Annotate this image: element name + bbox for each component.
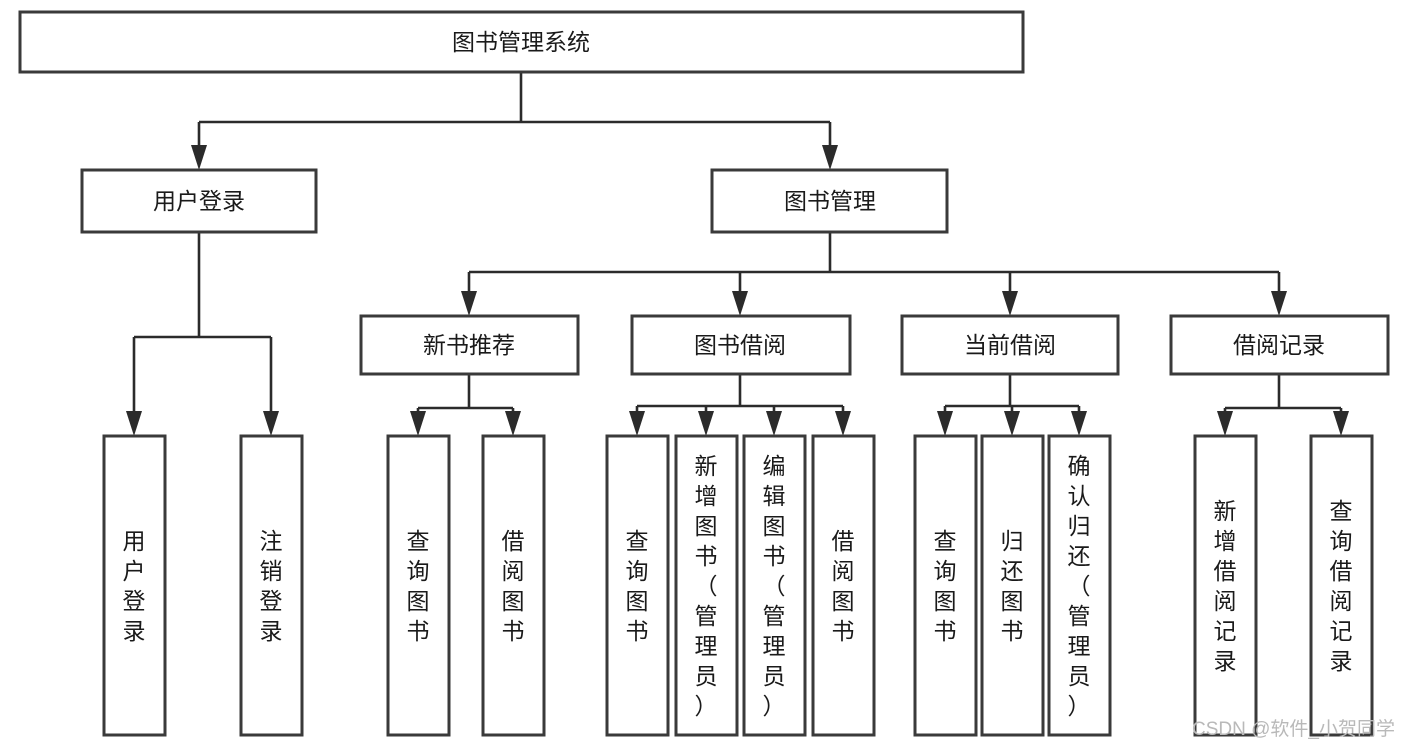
- node-user-login-label: 用户登录: [153, 188, 245, 214]
- leaf-add-record-box[interactable]: [1193, 434, 1258, 737]
- node-borrow-record-box[interactable]: [1169, 314, 1390, 376]
- leaf-user-login-label: 用户登录: [123, 528, 146, 644]
- leaf-add-book-label: 新增图书（管理员）: [695, 453, 718, 719]
- leaf-confirm-return-label: 确认归还（管理员）: [1068, 453, 1091, 719]
- csdn-watermark: CSDN @软件_小贺同学: [1192, 718, 1395, 740]
- leaf-add-record-label: 新增借阅记录: [1214, 498, 1237, 674]
- leaf-user-logout-box[interactable]: [239, 434, 304, 737]
- arrow-head-leaf-add-book: [698, 411, 714, 436]
- node-root-label: 图书管理系统: [452, 29, 590, 55]
- leaf-query-book-1-label: 查询图书: [407, 528, 430, 644]
- connectors-layer: [126, 72, 1349, 436]
- leaf-query-book-2[interactable]: 查询图书: [605, 434, 670, 737]
- leaf-user-login-box[interactable]: [102, 434, 167, 737]
- arrow-head-leaf-borrow-book-1: [505, 411, 521, 436]
- arrow-head-leaf-user-logout: [263, 411, 279, 436]
- leaf-borrow-book-1[interactable]: 借阅图书: [481, 434, 546, 737]
- leaf-return-book[interactable]: 归还图书: [980, 434, 1045, 737]
- arrow-head-leaf-query-book-1: [410, 411, 426, 436]
- arrow-head-leaf-query-record: [1333, 411, 1349, 436]
- leaf-query-book-1[interactable]: 查询图书: [386, 434, 451, 737]
- node-current-borrow[interactable]: 当前借阅: [900, 314, 1120, 376]
- node-new-book-rec-label: 新书推荐: [423, 332, 515, 358]
- leaf-borrow-book-2[interactable]: 借阅图书: [811, 434, 876, 737]
- node-book-manage-label: 图书管理: [784, 188, 876, 214]
- arrow-head-leaf-query-book-3: [937, 411, 953, 436]
- leaf-user-logout-label: 注销登录: [260, 528, 283, 644]
- node-borrow-record[interactable]: 借阅记录: [1169, 314, 1390, 376]
- leaf-borrow-book-1-label: 借阅图书: [502, 528, 525, 644]
- node-book-borrow-box[interactable]: [630, 314, 852, 376]
- arrow-head-user-login: [191, 145, 207, 170]
- node-borrow-record-label: 借阅记录: [1233, 332, 1325, 358]
- node-user-login[interactable]: 用户登录: [80, 168, 318, 234]
- leaf-query-record-box[interactable]: [1309, 434, 1374, 737]
- node-current-borrow-box[interactable]: [900, 314, 1120, 376]
- leaf-confirm-return-box[interactable]: [1047, 434, 1112, 737]
- node-user-login-box[interactable]: [80, 168, 318, 234]
- leaf-query-book-3-box[interactable]: [913, 434, 978, 737]
- arrow-head-borrow-record: [1271, 291, 1287, 316]
- arrow-head-current-borrow: [1002, 291, 1018, 316]
- leaf-borrow-book-2-label: 借阅图书: [832, 528, 855, 644]
- leaf-add-book[interactable]: 新增图书（管理员）: [674, 434, 739, 737]
- arrow-head-leaf-add-record: [1217, 411, 1233, 436]
- leaf-query-book-2-box[interactable]: [605, 434, 670, 737]
- arrow-head-book-manage: [822, 145, 838, 170]
- arrow-head-leaf-edit-book: [766, 411, 782, 436]
- node-new-book-rec[interactable]: 新书推荐: [359, 314, 580, 376]
- leaf-query-book-3[interactable]: 查询图书: [913, 434, 978, 737]
- node-book-borrow[interactable]: 图书借阅: [630, 314, 852, 376]
- leaf-edit-book-box[interactable]: [742, 434, 807, 737]
- arrow-head-leaf-borrow-book-2: [835, 411, 851, 436]
- node-root[interactable]: 图书管理系统: [18, 10, 1025, 74]
- arrow-head-leaf-return-book: [1004, 411, 1020, 436]
- leaf-query-book-3-label: 查询图书: [934, 528, 957, 644]
- node-book-borrow-label: 图书借阅: [694, 332, 786, 358]
- leaf-confirm-return[interactable]: 确认归还（管理员）: [1047, 434, 1112, 737]
- leaf-return-book-label: 归还图书: [1001, 528, 1024, 644]
- leaf-query-record[interactable]: 查询借阅记录: [1309, 434, 1374, 737]
- leaf-add-book-box[interactable]: [674, 434, 739, 737]
- leaf-query-book-1-box[interactable]: [386, 434, 451, 737]
- leaf-edit-book[interactable]: 编辑图书（管理员）: [742, 434, 807, 737]
- leaf-query-book-2-label: 查询图书: [626, 528, 649, 644]
- node-book-manage[interactable]: 图书管理: [710, 168, 949, 234]
- node-new-book-rec-box[interactable]: [359, 314, 580, 376]
- leaf-user-logout[interactable]: 注销登录: [239, 434, 304, 737]
- arrow-head-leaf-query-book-2: [629, 411, 645, 436]
- leaf-borrow-book-2-box[interactable]: [811, 434, 876, 737]
- leaf-edit-book-label: 编辑图书（管理员）: [763, 453, 786, 719]
- node-current-borrow-label: 当前借阅: [964, 332, 1056, 358]
- leaf-borrow-book-1-box[interactable]: [481, 434, 546, 737]
- arrow-head-new-book-rec: [461, 291, 477, 316]
- node-root-box[interactable]: [18, 10, 1025, 74]
- leaf-return-book-box[interactable]: [980, 434, 1045, 737]
- leaf-query-record-label: 查询借阅记录: [1330, 498, 1353, 674]
- arrow-head-leaf-user-login: [126, 411, 142, 436]
- node-book-manage-box[interactable]: [710, 168, 949, 234]
- arrow-head-book-borrow: [732, 291, 748, 316]
- arrow-head-leaf-confirm-return: [1071, 411, 1087, 436]
- leaf-user-login[interactable]: 用户登录: [102, 434, 167, 737]
- leaf-add-record[interactable]: 新增借阅记录: [1193, 434, 1258, 737]
